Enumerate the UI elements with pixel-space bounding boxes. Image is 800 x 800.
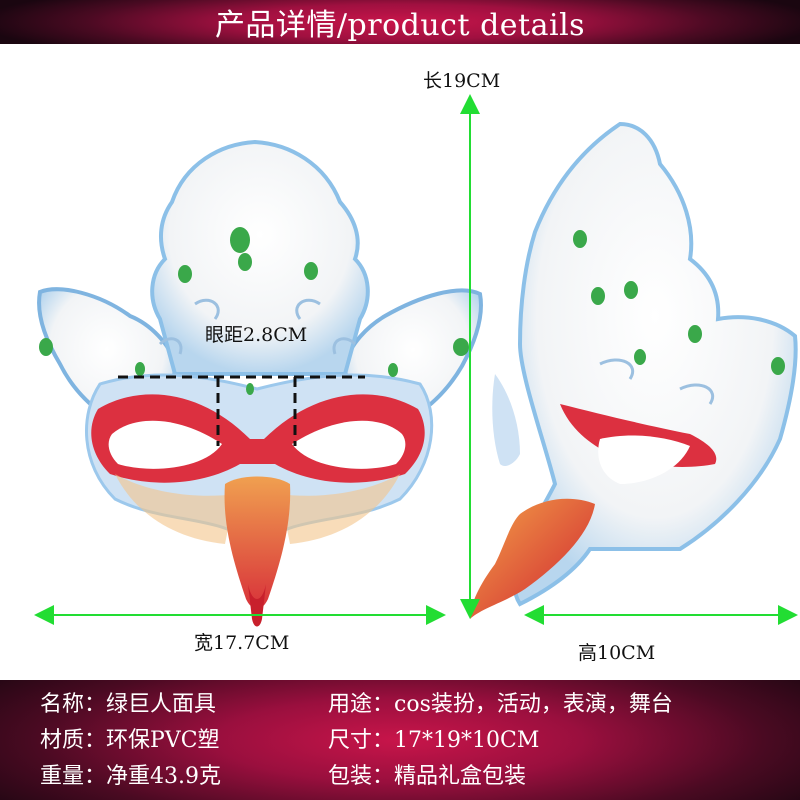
spec-usage: 用途：cos装扮，活动，表演，舞台 [328, 692, 673, 717]
spec-material: 材质：环保PVC塑 [40, 728, 220, 753]
front-mask [37, 139, 483, 627]
length-label: 长19CM [423, 70, 501, 92]
product-stage: 长19CM 眼距2.8CM 宽17.7CM 高10CM [0, 44, 800, 680]
spec-name: 名称：绿巨人面具 [40, 692, 217, 717]
spec-weight: 重量：净重43.9克 [40, 764, 221, 789]
width-label: 宽17.7CM [194, 632, 290, 654]
eye-distance-label: 眼距2.8CM [205, 324, 308, 346]
spec-packaging: 包装：精品礼盒包装 [328, 764, 527, 789]
height-label: 高10CM [578, 642, 656, 664]
header-banner: 产品详情/product details [0, 0, 800, 44]
page-title: 产品详情/product details [214, 8, 586, 43]
product-illustration [34, 94, 798, 627]
spec-panel: 名称：绿巨人面具 用途：cos装扮，活动，表演，舞台 材质：环保PVC塑 尺寸：… [0, 680, 800, 800]
side-mask [470, 121, 798, 619]
spec-size: 尺寸：17*19*10CM [328, 728, 540, 753]
